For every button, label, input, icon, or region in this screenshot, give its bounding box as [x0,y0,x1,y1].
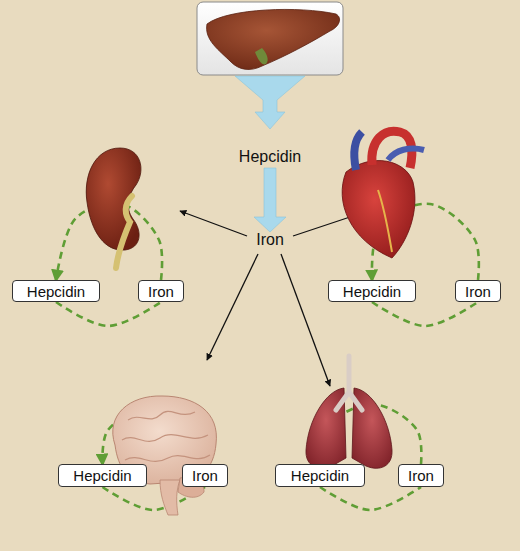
vena-cava [354,132,362,170]
pulmonary-vessel [388,148,424,160]
feedback-loop [56,302,161,326]
distribution-arrow [207,254,258,360]
brain-gyri [122,411,210,461]
kidney-illustration [86,148,141,250]
liver-frame [197,2,343,75]
ureter [116,196,132,268]
feedback-loop [56,203,162,280]
coronary-fat [378,190,392,252]
label-box: Iron [182,464,228,487]
flow-arrow [254,168,286,232]
box-text: Hepcidin [73,467,131,484]
gallbladder [255,48,268,64]
box-text: Iron [465,283,491,300]
label-box: Hepcidin [58,464,147,487]
aorta [372,131,412,168]
trachea [336,356,362,410]
feedback-loop [103,487,206,510]
feedback-loop [102,408,205,464]
label-box: Iron [398,464,444,487]
flow-label: Iron [256,231,284,249]
box-text: Hepcidin [291,467,349,484]
label-box: Iron [138,280,184,302]
flow-arrow [235,76,305,129]
label-box: Hepcidin [328,280,416,302]
liver-illustration [207,9,340,69]
box-text: Iron [408,467,434,484]
box-text: Hepcidin [27,283,85,300]
brainstem [160,480,180,515]
label-box: Hepcidin [275,464,365,487]
distribution-arrow [293,213,362,236]
feedback-loop [320,487,421,510]
feedback-loop [320,404,422,464]
box-text: Hepcidin [343,283,401,300]
heart-illustration [342,161,415,258]
feedback-loop [372,204,479,280]
flow-label: Hepcidin [239,148,301,166]
label-box: Iron [455,280,501,302]
box-text: Iron [192,467,218,484]
box-text: Iron [148,283,174,300]
label-box: Hepcidin [12,280,100,302]
lung-illustration [352,388,392,468]
feedback-loop [372,302,478,326]
distribution-arrow [281,254,330,386]
distribution-arrow [180,211,247,236]
lung-illustration [306,388,346,468]
